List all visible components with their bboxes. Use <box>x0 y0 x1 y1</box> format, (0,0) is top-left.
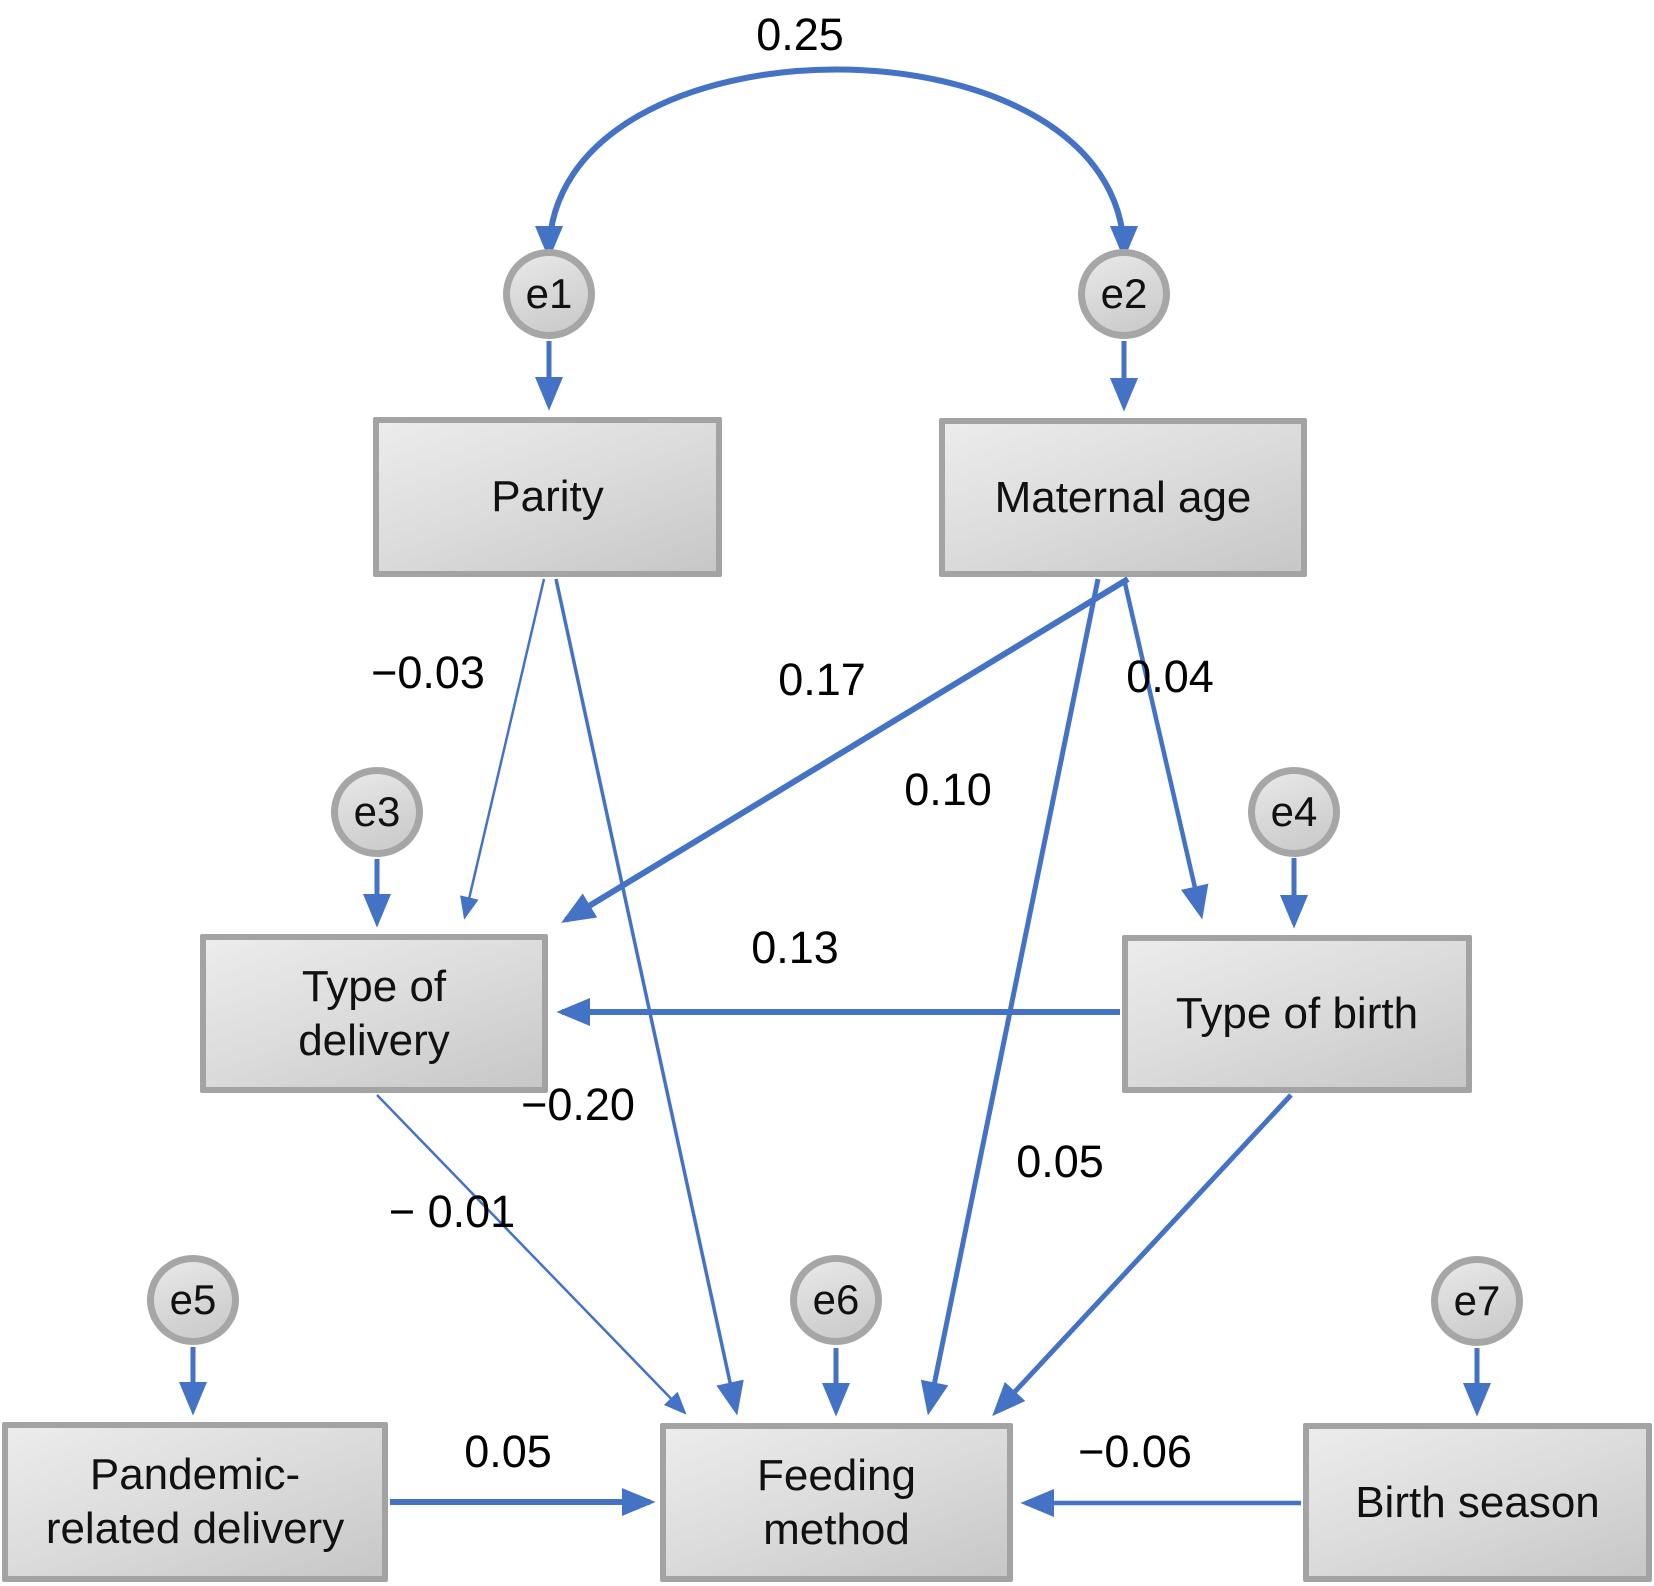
error-term-e7: e7 <box>1431 1256 1523 1346</box>
node-type-of-delivery: Type of delivery <box>200 934 548 1093</box>
coef-label-maternal-age-feeding-method: 0.10 <box>904 764 992 815</box>
node-birth-season: Birth season <box>1303 1423 1652 1582</box>
path-parity-type-of-delivery <box>460 578 546 920</box>
coef-label-parity-feeding-method: −0.20 <box>521 1079 635 1130</box>
node-parity: Parity <box>373 417 722 577</box>
node-maternal-age: Maternal age <box>939 418 1307 577</box>
covariance-arrow-e1-e2 <box>535 66 1138 260</box>
path-maternal-age-type-of-delivery <box>561 576 1130 923</box>
node-type-of-birth: Type of birth <box>1122 935 1472 1093</box>
coef-label-type-of-delivery-feeding-method: − 0.01 <box>388 1186 516 1237</box>
path-type-of-delivery-feeding-method <box>376 1094 687 1415</box>
error-term-e6: e6 <box>790 1255 882 1345</box>
error-term-e4: e4 <box>1248 767 1340 857</box>
error-term-e3: e3 <box>331 767 423 857</box>
path-parity-feeding-method <box>554 578 744 1416</box>
error-term-e1: e1 <box>503 249 595 339</box>
path-maternal-age-feeding-method <box>920 578 1101 1416</box>
coef-label-maternal-age-type-of-delivery: 0.17 <box>778 654 866 705</box>
coef-label-e1-e2: 0.25 <box>756 9 844 60</box>
coef-label-parity-type-of-delivery: −0.03 <box>371 647 485 698</box>
error-term-e2: e2 <box>1078 249 1170 339</box>
node-feeding-method: Feeding method <box>660 1423 1013 1582</box>
coef-label-birth-season-feeding-method: −0.06 <box>1078 1426 1192 1477</box>
coef-label-type-of-birth-type-of-delivery: 0.13 <box>751 922 839 973</box>
node-pandemic-related-delivery: Pandemic- related delivery <box>2 1422 388 1582</box>
coef-label-type-of-birth-feeding-method: 0.05 <box>1016 1136 1104 1187</box>
error-term-e5: e5 <box>147 1255 239 1345</box>
coef-label-pandemic-related-delivery-feeding-method: 0.05 <box>464 1426 552 1477</box>
path-maternal-age-type-of-birth <box>1121 578 1209 920</box>
path-type-of-birth-feeding-method <box>992 1093 1293 1417</box>
coef-label-maternal-age-type-of-birth: 0.04 <box>1126 651 1214 702</box>
